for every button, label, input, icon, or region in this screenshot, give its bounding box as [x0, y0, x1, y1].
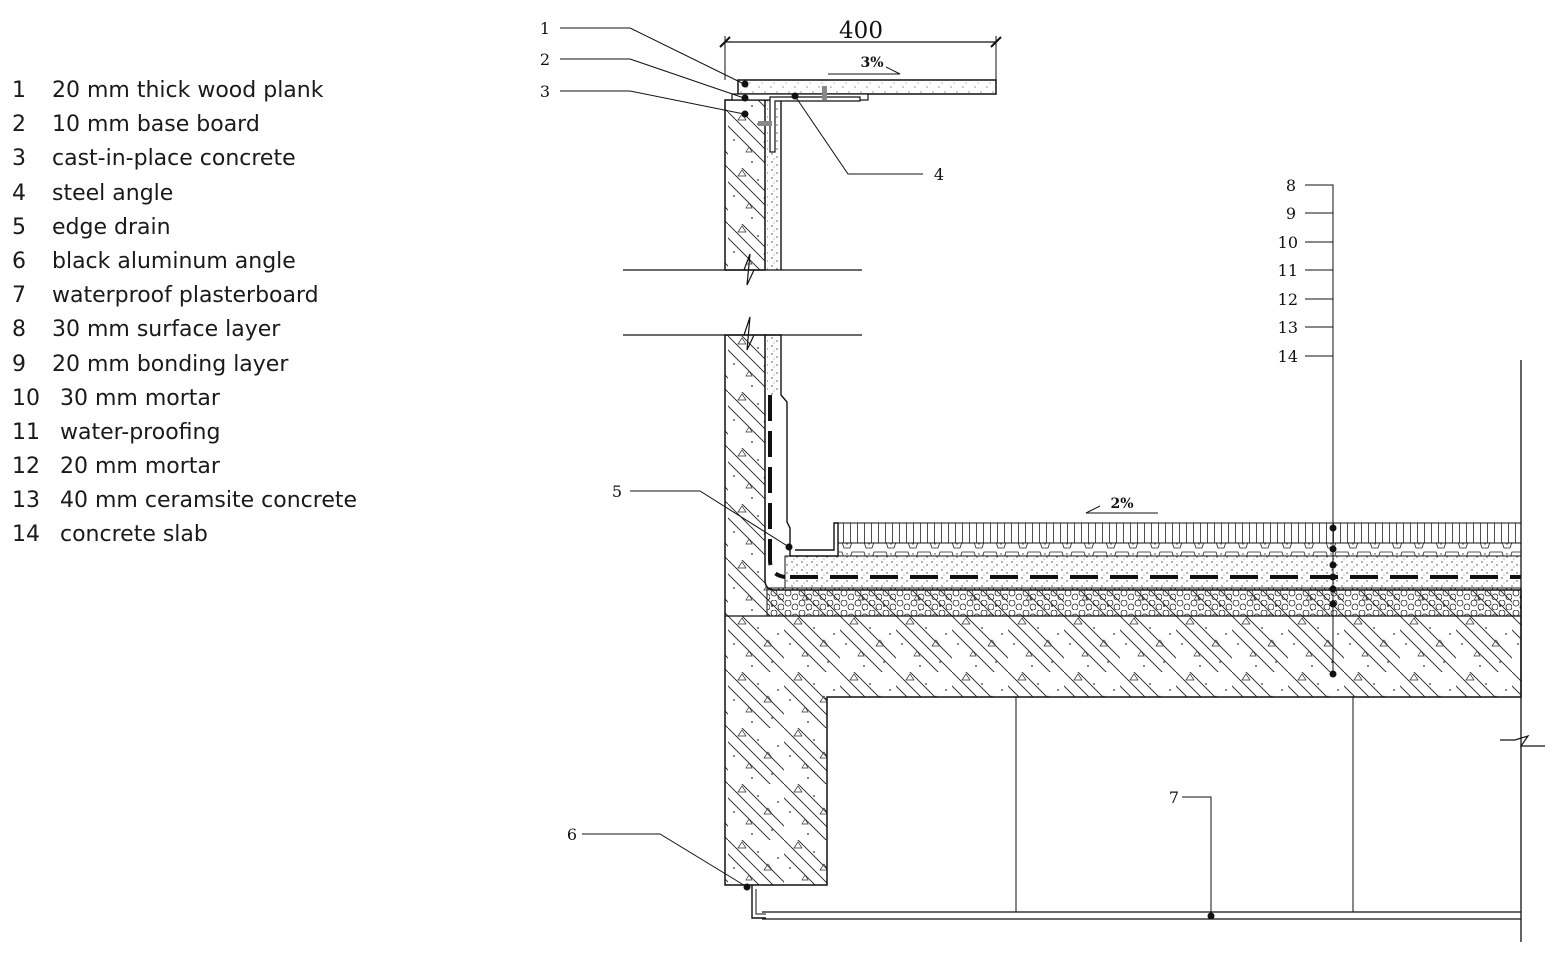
slope-label-roof: 2% — [1110, 496, 1133, 512]
slope-label-top: 3% — [860, 55, 883, 71]
callout-number: 5 — [612, 482, 622, 501]
wall-anchor — [758, 121, 772, 126]
legend-item: 13 40 mm ceramsite concrete — [12, 484, 357, 518]
callout-number: 3 — [540, 82, 550, 101]
legend-text: water-proofing — [60, 419, 221, 445]
callout-leaders — [560, 27, 1334, 916]
legend-text: 10 mm base board — [52, 112, 260, 138]
aluminum-angle-inner — [755, 889, 766, 915]
dimension-tick — [719, 36, 731, 48]
steel-angle — [769, 96, 861, 153]
legend-text: edge drain — [52, 214, 171, 240]
callout-number: 2 — [540, 50, 550, 69]
legend-item: 8 30 mm surface layer — [12, 313, 357, 347]
legend-item: 5 edge drain — [12, 211, 357, 245]
legend-text: waterproof plasterboard — [52, 283, 319, 309]
callout-number: 7 — [1169, 788, 1179, 807]
legend-item: 4 steel angle — [12, 177, 357, 211]
legend-item: 9 20 mm bonding layer — [12, 348, 357, 382]
legend-number: 3 — [12, 146, 26, 172]
legend-text: cast-in-place concrete — [52, 146, 296, 172]
legend-number: 1 — [12, 78, 26, 103]
callout-dots — [741, 80, 1337, 920]
callout-number: 10 — [1278, 233, 1298, 252]
legend-text: 20 mm thick wood plank — [52, 78, 324, 103]
legend-number: 14 — [12, 522, 40, 548]
anchor-bolt — [822, 86, 827, 100]
callout-number: 4 — [934, 165, 944, 184]
legend-number: 5 — [12, 214, 26, 240]
legend-number: 12 — [12, 454, 40, 480]
aluminum-angle — [751, 885, 766, 919]
callout-number: 12 — [1278, 290, 1298, 309]
lining-fill-lower — [767, 335, 780, 395]
legend-text: concrete slab — [60, 522, 208, 548]
callout-number: 13 — [1278, 318, 1298, 337]
legend-text: 30 mm surface layer — [52, 317, 281, 343]
legend-item: 3 cast-in-place concrete — [12, 142, 357, 176]
break-symbol-right — [1500, 734, 1545, 747]
legend-number: 7 — [12, 283, 26, 309]
wood-plank — [737, 79, 997, 95]
legend-item: 1 20 mm thick wood plank — [12, 74, 357, 108]
dimension-tick — [990, 36, 1002, 48]
legend-text: steel angle — [52, 180, 174, 206]
legend-item: 12 20 mm mortar — [12, 450, 357, 484]
callout-number: 6 — [567, 825, 577, 844]
upstand-waterproofing — [768, 395, 786, 579]
legend-number: 13 — [12, 488, 40, 514]
legend-item: 10 30 mm mortar — [12, 382, 357, 416]
mortar-layer — [784, 555, 1522, 589]
callout-number: 9 — [1286, 204, 1296, 223]
legend-number: 2 — [12, 112, 26, 138]
legend-text: 30 mm mortar — [60, 385, 220, 411]
break-symbol-top — [743, 253, 755, 286]
callout-number: 8 — [1286, 176, 1296, 195]
legend-number: 9 — [12, 351, 26, 377]
callout-number: 14 — [1278, 347, 1298, 366]
bonding-layer — [837, 542, 1522, 557]
legend-item: 11 water-proofing — [12, 416, 357, 450]
legend-text: black aluminum angle — [52, 248, 296, 274]
legend-number: 11 — [12, 419, 40, 445]
legend-item: 2 10 mm base board — [12, 108, 357, 142]
ceramsite-concrete-layer — [766, 587, 1522, 617]
callout-number: 1 — [540, 19, 550, 38]
legend-item: 7 waterproof plasterboard — [12, 279, 357, 313]
legend-text: 20 mm mortar — [60, 454, 220, 480]
concrete-slab — [724, 99, 1522, 886]
callout-number: 11 — [1278, 261, 1298, 280]
legend-number: 8 — [12, 317, 26, 343]
legend-number: 10 — [12, 385, 40, 411]
surface-layer — [837, 522, 1522, 544]
break-symbol-bottom — [743, 316, 755, 351]
legend-item: 6 black aluminum angle — [12, 245, 357, 279]
slope-arrow-roof — [1085, 505, 1158, 514]
legend-number: 4 — [12, 180, 26, 206]
slope-arrow-top — [828, 66, 901, 75]
legend-item: 14 concrete slab — [12, 518, 357, 552]
legend: 1 20 mm thick wood plank 2 10 mm base boar… — [12, 74, 357, 553]
legend-text: 20 mm bonding layer — [52, 351, 289, 377]
legend-text: 40 mm ceramsite concrete — [60, 488, 358, 514]
legend-number: 6 — [12, 248, 26, 274]
dimension-text: 400 — [839, 18, 883, 44]
